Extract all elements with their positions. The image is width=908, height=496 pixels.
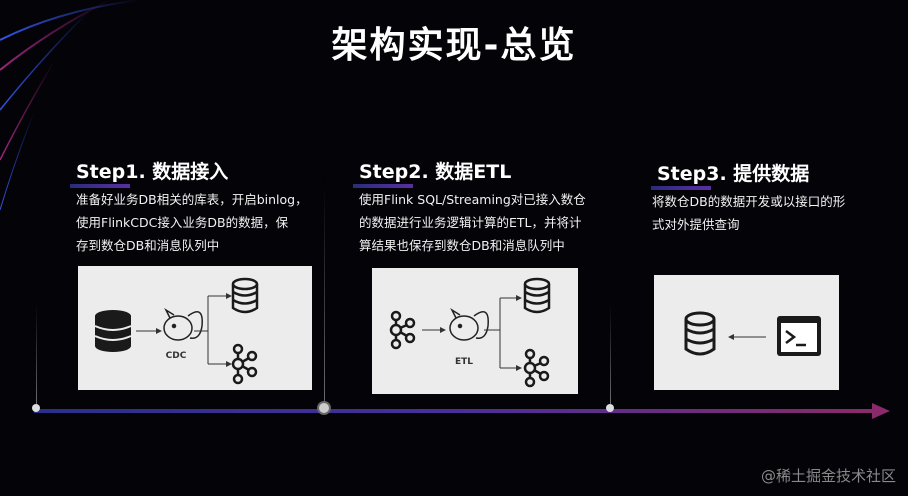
cdc-label: CDC [166, 351, 187, 361]
database-icon [94, 310, 132, 352]
step2-underline [353, 184, 413, 188]
step1-title: Step1. 数据接入 [70, 157, 228, 188]
step3-desc: 将数仓DB的数据开发或以接口的形 式对外提供查询 [652, 190, 882, 236]
step2-title: Step2. 数据ETL [353, 157, 511, 188]
database-icon [684, 311, 716, 356]
step3-desc-line: 将数仓DB的数据开发或以接口的形 [652, 194, 846, 209]
database-icon [523, 277, 551, 314]
step1-desc-line: 存到数仓DB和消息队列中 [76, 238, 220, 253]
flink-squirrel-icon [449, 307, 489, 341]
step1-diagram: CDC [78, 266, 312, 390]
database-icon [231, 277, 259, 314]
kafka-icon [523, 348, 550, 388]
step3-desc-line: 式对外提供查询 [652, 217, 740, 232]
watermark: @稀土掘金技术社区 [760, 467, 896, 485]
step3-title: Step3. 提供数据 [651, 159, 809, 190]
kafka-icon [231, 343, 258, 385]
step2-diagram: ETL [372, 268, 578, 394]
timeline-connector [324, 180, 325, 402]
step1-desc-line: 准备好业务DB相关的库表，开启binlog， [76, 192, 308, 207]
timeline-dot [32, 404, 40, 412]
etl-label: ETL [455, 357, 473, 367]
step1-desc-line: 使用FlinkCDC接入业务DB的数据，保 [76, 215, 289, 230]
step2-desc-line: 算结果也保存到数仓DB和消息队列中 [359, 238, 565, 253]
timeline-connector [36, 300, 37, 404]
step3-diagram [654, 275, 839, 390]
timeline-dot [606, 404, 614, 412]
step3-underline [651, 186, 711, 190]
flink-squirrel-icon [163, 307, 203, 341]
timeline-dot [317, 401, 331, 415]
step2-desc-line: 的数据进行业务逻辑计算的ETL，并将计 [359, 215, 582, 230]
timeline-connector [610, 300, 611, 404]
step1-underline [70, 184, 130, 188]
step2-desc-line: 使用Flink SQL/Streaming对已接入数仓 [359, 192, 586, 207]
page-title: 架构实现-总览 [331, 25, 577, 66]
terminal-icon [777, 316, 821, 356]
kafka-icon [389, 310, 416, 350]
step2-desc: 使用Flink SQL/Streaming对已接入数仓 的数据进行业务逻辑计算的… [359, 188, 629, 257]
step1-desc: 准备好业务DB相关的库表，开启binlog， 使用FlinkCDC接入业务DB的… [76, 188, 336, 257]
